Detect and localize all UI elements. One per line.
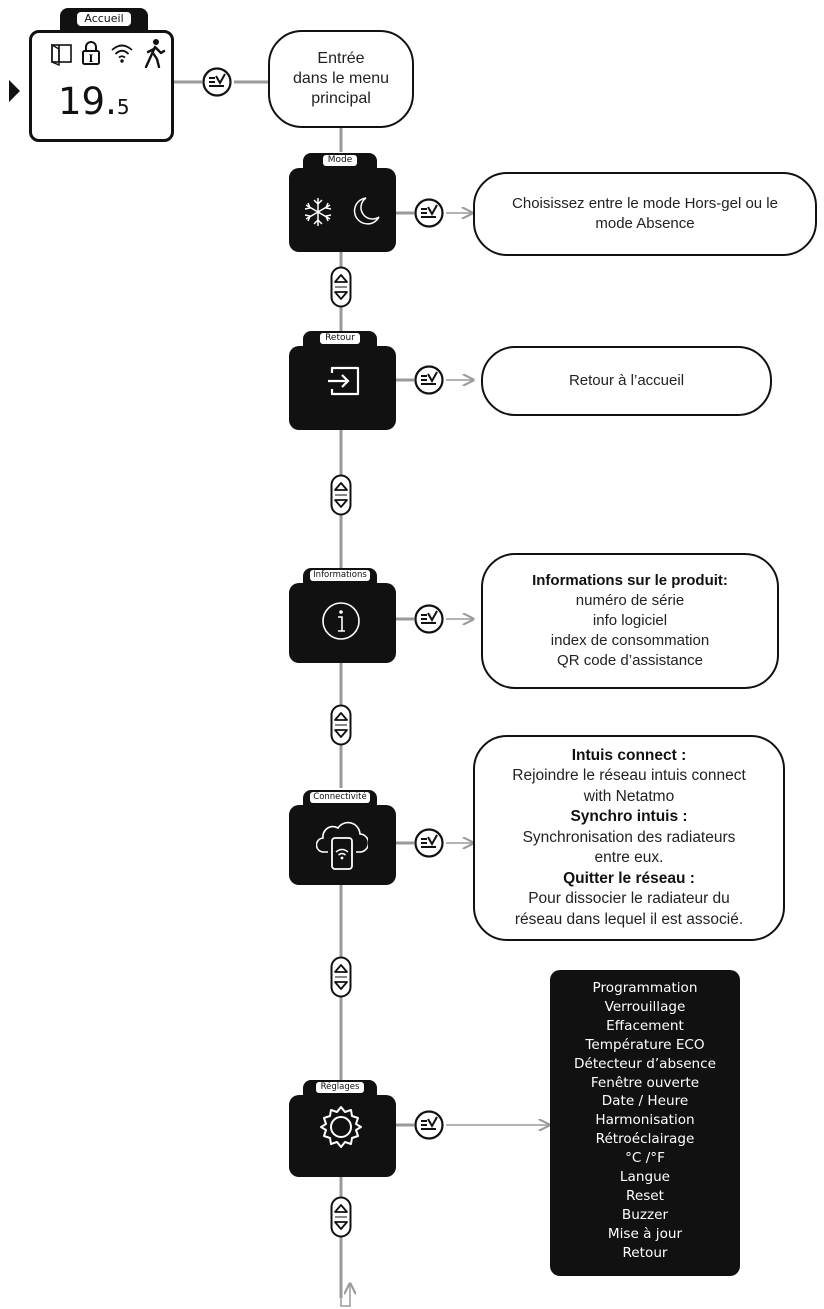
entry-line-2: dans le menu	[292, 70, 390, 87]
gear-icon	[320, 1106, 362, 1148]
connect-section-1-line-2: with Netatmo	[583, 787, 675, 805]
connect-section-2-line-1: Synchronisation des radiateurs	[522, 828, 736, 846]
presence-icon	[144, 39, 166, 68]
settings-item: °C /°F	[625, 1150, 665, 1167]
settings-item: Fenêtre ouverte	[590, 1074, 700, 1091]
home-screen	[29, 30, 174, 142]
up-down-buttons-icon[interactable]	[330, 956, 352, 998]
settings-item: Reset	[626, 1187, 664, 1204]
connectivite-ok-button-icon[interactable]	[414, 828, 444, 858]
entry-line-3: principal	[311, 90, 371, 107]
connect-section-2-line-2: entre eux.	[594, 849, 664, 867]
settings-item: Mise à jour	[607, 1225, 683, 1242]
cloud-phone-wifi-icon	[316, 821, 368, 870]
retour-tab: Retour	[303, 331, 377, 348]
reglages-ok-button-icon[interactable]	[414, 1110, 444, 1140]
settings-item: Harmonisation	[595, 1112, 695, 1129]
connect-section-3-title: Quitter le réseau :	[563, 869, 695, 887]
retour-desc-line-1: Retour à l’accueil	[568, 372, 685, 389]
connectivite-description: Intuis connect : Rejoindre le réseau int…	[473, 735, 785, 941]
window-open-icon	[51, 43, 72, 66]
loop-back-arrow	[340, 1284, 350, 1307]
informations-desc-line-2: info logiciel	[592, 612, 668, 629]
informations-description: Informations sur le produit: numéro de s…	[481, 553, 779, 689]
connect-section-1-line-1: Rejoindre le réseau intuis connect	[512, 767, 746, 785]
settings-item: Date / Heure	[601, 1093, 689, 1110]
temperature-integer: 19.	[58, 80, 117, 123]
lock-icon: I	[82, 41, 100, 65]
retour-tab-label: Retour	[320, 333, 360, 344]
connect-section-3-line-1: Pour dissocier le radiateur du	[528, 890, 730, 908]
wifi-icon	[111, 44, 133, 63]
home-tab: Accueil	[60, 8, 148, 30]
informations-desc-line-3: index de consommation	[550, 632, 710, 649]
connectivite-tab: Connectivité	[303, 790, 377, 807]
retour-device[interactable]	[289, 346, 396, 430]
entry-line-1: Entrée	[317, 50, 365, 67]
mode-description: Choisissez entre le mode Hors-gel ou le …	[473, 172, 817, 256]
settings-item: Rétroéclairage	[595, 1131, 695, 1148]
settings-item: Buzzer	[621, 1206, 669, 1223]
settings-list: Programmation Verrouillage Effacement Te…	[550, 970, 740, 1276]
settings-item: Détecteur d’absence	[573, 1055, 717, 1072]
mode-ok-button-icon[interactable]	[414, 198, 444, 228]
informations-tab-label: Informations	[310, 570, 370, 581]
settings-item: Retour	[622, 1244, 668, 1261]
exit-icon	[328, 366, 360, 396]
informations-ok-button-icon[interactable]	[414, 604, 444, 634]
mode-tab-label: Mode	[322, 155, 358, 166]
mode-tab: Mode	[303, 153, 377, 170]
home-tab-label: Accueil	[77, 12, 131, 26]
settings-item: Effacement	[606, 1017, 684, 1034]
connectivite-tab-label: Connectivité	[310, 792, 370, 803]
up-down-buttons-icon[interactable]	[330, 266, 352, 308]
reglages-tab: Réglages	[303, 1080, 377, 1097]
retour-description: Retour à l’accueil	[481, 346, 772, 416]
entry-bubble: Entrée dans le menu principal	[268, 30, 414, 128]
connect-section-2-title: Synchro intuis :	[570, 808, 688, 826]
temperature-decimal: 5	[116, 95, 130, 119]
up-down-buttons-icon[interactable]	[330, 1196, 352, 1238]
connect-section-1-title: Intuis connect :	[571, 746, 687, 764]
up-down-buttons-icon[interactable]	[330, 704, 352, 746]
info-icon	[322, 602, 360, 640]
settings-item: Température ECO	[585, 1036, 705, 1053]
settings-item: Langue	[619, 1169, 671, 1186]
home-temperature: 19.5	[58, 82, 130, 122]
retour-ok-button-icon[interactable]	[414, 365, 444, 395]
moon-icon	[353, 197, 380, 225]
informations-desc-line-4: QR code d’assistance	[557, 652, 703, 669]
connect-section-3-line-2: réseau dans lequel il est associé.	[514, 910, 744, 928]
snowflake-icon	[304, 198, 332, 226]
informations-tab: Informations	[303, 568, 377, 585]
svg-text:I: I	[89, 54, 94, 65]
up-down-buttons-icon[interactable]	[330, 474, 352, 516]
settings-item: Programmation	[592, 980, 698, 996]
mode-device[interactable]	[289, 168, 396, 252]
informations-desc-line-1: numéro de série	[575, 592, 685, 609]
settings-item: Verrouillage	[604, 998, 686, 1015]
informations-desc-title: Informations sur le produit:	[532, 572, 728, 589]
reglages-tab-label: Réglages	[315, 1082, 365, 1093]
ok-button-icon[interactable]	[202, 67, 232, 97]
mode-desc-line-1: Choisissez entre le mode Hors-gel ou le	[512, 195, 778, 212]
mode-desc-line-2: mode Absence	[595, 215, 695, 232]
